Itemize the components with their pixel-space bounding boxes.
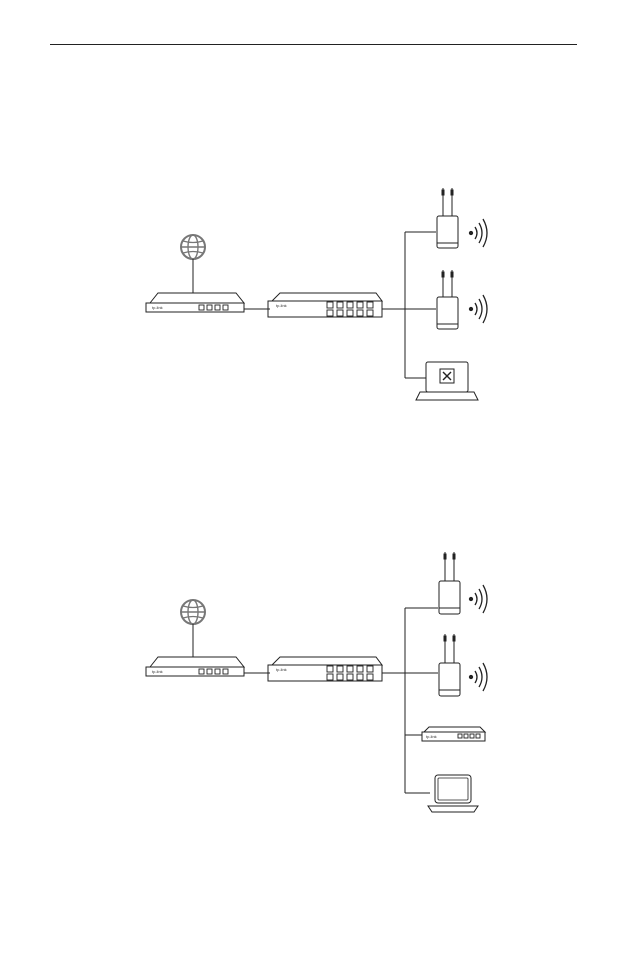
globe-icon [181, 600, 205, 624]
access-point-2 [437, 270, 458, 329]
network-diagram-1: tp-link tp-link [0, 0, 624, 420]
wifi-signal-icon-2 [470, 295, 488, 323]
controller-brand-label: tp-link [426, 734, 437, 739]
access-point-1 [437, 188, 458, 248]
switch-brand-label: tp-link [276, 667, 287, 672]
wifi-signal-icon-2 [470, 663, 488, 691]
network-diagram-1-svg: tp-link tp-link [0, 0, 624, 420]
router-brand-label: tp-link [152, 669, 163, 674]
switch-brand-label: tp-link [276, 303, 287, 308]
controller-laptop [416, 362, 478, 400]
network-diagram-2: tp-link tp-link tp-link [0, 420, 624, 840]
laptop [428, 775, 478, 812]
wifi-signal-icon-1 [470, 585, 488, 613]
tools-icon [443, 372, 451, 380]
wifi-signal-icon-1 [470, 219, 488, 247]
access-point-2 [439, 634, 460, 696]
access-point-1 [439, 552, 460, 614]
router-brand-label: tp-link [152, 305, 163, 310]
network-diagram-2-svg: tp-link tp-link tp-link [0, 420, 624, 840]
globe-icon [181, 235, 205, 259]
